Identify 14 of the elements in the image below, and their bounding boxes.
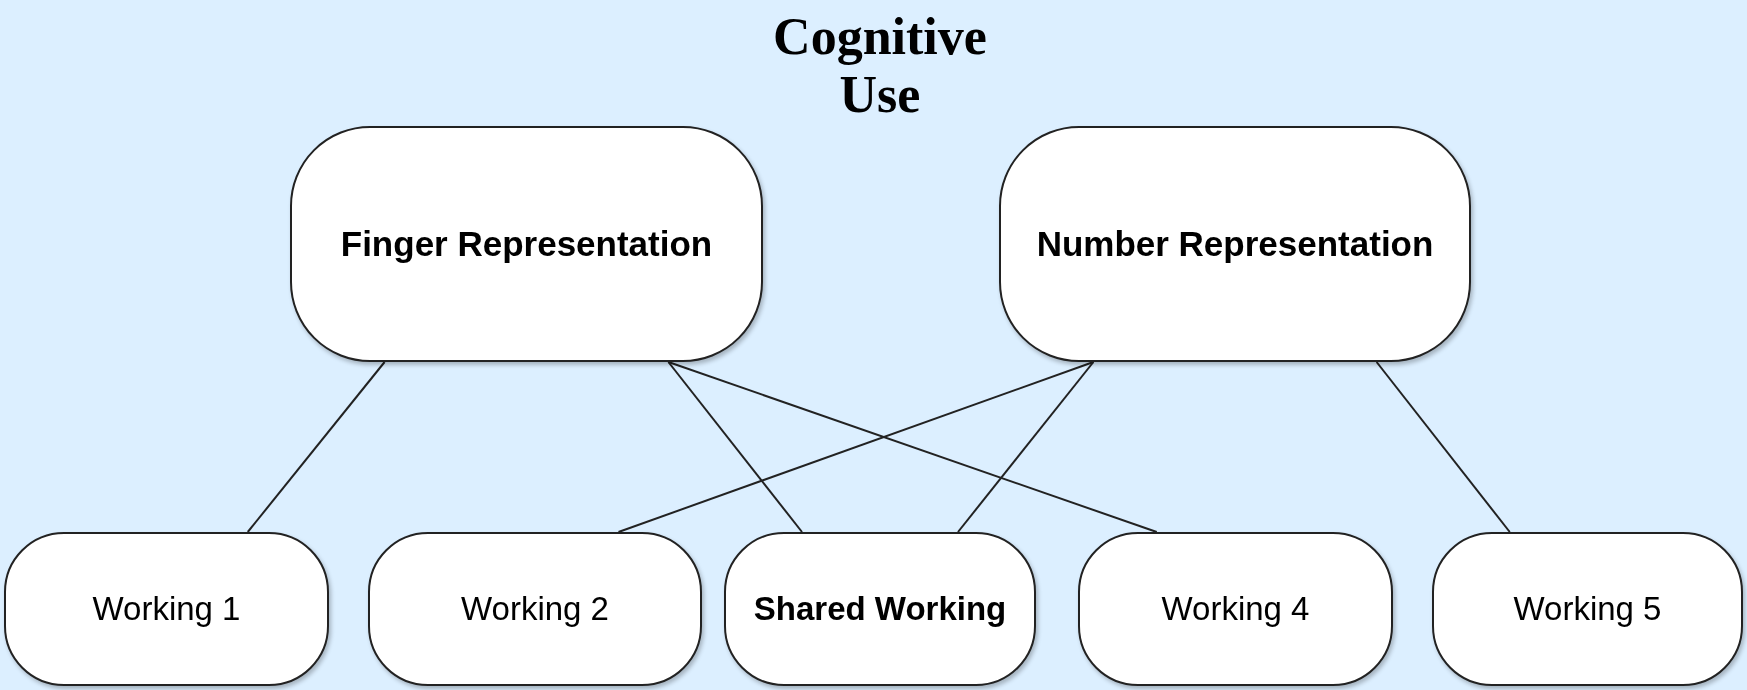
connector-line [246, 361, 386, 533]
connector-line [957, 361, 1095, 533]
connector-line [617, 361, 1095, 533]
connector-line [667, 361, 803, 533]
rounded-box: Working 2 [368, 532, 702, 686]
rounded-box: Working 1 [4, 532, 329, 686]
connector-line [1375, 361, 1511, 533]
connector-line [667, 361, 1158, 533]
rounded-box: Working 5 [1432, 532, 1743, 686]
rounded-box: Working 4 [1078, 532, 1393, 686]
rounded-box: Number Representation [999, 126, 1471, 362]
diagram-title: Cognitive Use [772, 8, 988, 124]
rounded-box: Finger Representation [290, 126, 763, 362]
rounded-box: Shared Working [724, 532, 1036, 686]
